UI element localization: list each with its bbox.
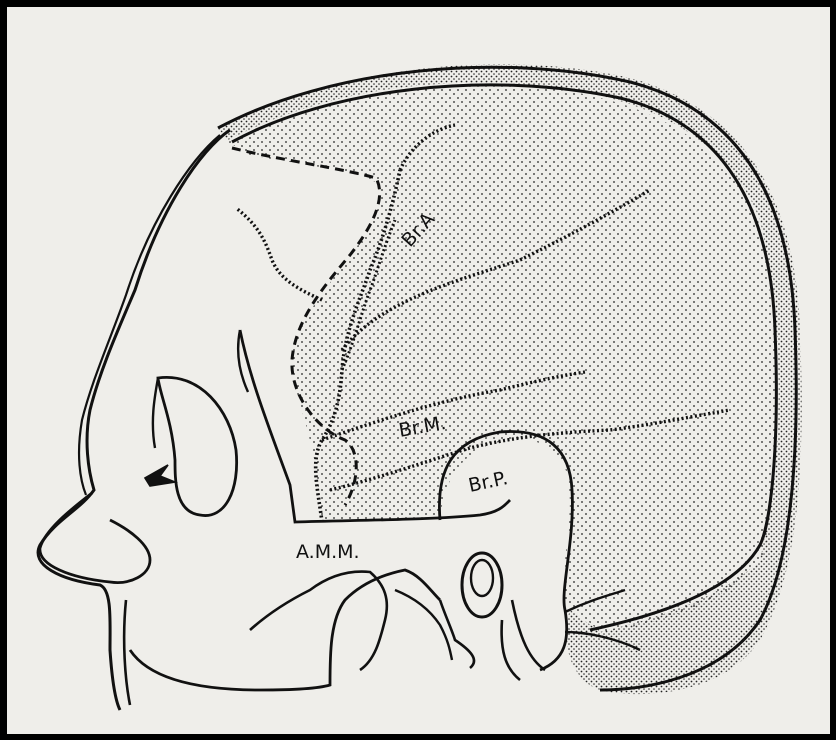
- temporal-squama: [439, 432, 572, 670]
- orbit-edge: [153, 378, 158, 448]
- skull-outline-inner: [79, 135, 220, 495]
- external-acoustic-meatus: [462, 553, 502, 617]
- mastoid: [502, 600, 545, 680]
- label-posterior-branch: Br.P.: [466, 467, 509, 497]
- nasal-bone: [40, 493, 150, 583]
- lacrimal-mark: [145, 465, 175, 486]
- maxilla-line: [124, 600, 130, 705]
- mandible-base: [130, 570, 440, 690]
- meatus-inner: [471, 560, 493, 596]
- artery-orbital-branch: [236, 208, 322, 300]
- skull-outline: [38, 130, 230, 710]
- pterygoid: [250, 572, 387, 670]
- orbit: [158, 377, 237, 515]
- label-artery-origin: A.M.M.: [296, 541, 360, 563]
